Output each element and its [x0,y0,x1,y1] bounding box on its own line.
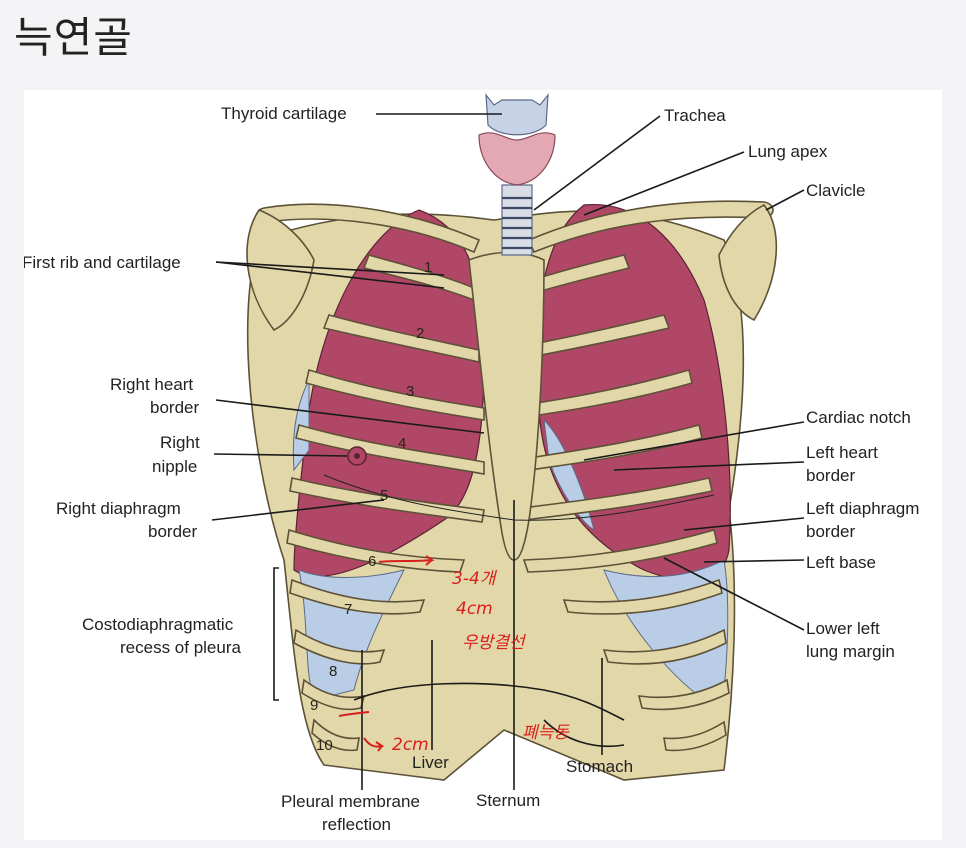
rib-number-2: 2 [416,325,424,342]
trachea-structure [501,184,533,256]
left-shoulder [718,203,778,322]
rib-number-3: 3 [406,383,414,400]
rib-number-10: 10 [316,737,333,754]
rib-number-1: 1 [424,259,432,276]
label-right-diaphragm-1: Right diaphragm [56,499,181,518]
label-left-diaphragm-2: border [806,522,855,541]
label-pleural-2: reflection [322,815,391,834]
label-lower-left-2: lung margin [806,642,895,661]
rib-number-4: 4 [398,435,406,452]
rib-number-9: 9 [310,697,318,714]
handwriting-note-3: 우방결선 [462,633,527,653]
handwriting-note-4: 2cm [392,735,429,755]
label-first-rib: First rib and cartilage [24,253,181,272]
rib-number-5: 5 [380,487,388,504]
label-costodiaphragmatic-1: Costodiaphragmatic [82,615,234,634]
label-clavicle: Clavicle [806,181,866,200]
label-left-diaphragm-1: Left diaphragm [806,499,919,518]
trachea-rings [502,196,532,250]
larynx [485,93,549,136]
left-clavicle [527,200,774,254]
rib-cage-illustration: 1 2 3 4 5 6 7 8 9 10 Thyroid cartilage T… [24,93,919,834]
label-stomach: Stomach [566,757,633,776]
label-right-diaphragm-2: border [148,522,197,541]
label-cardiac-notch: Cardiac notch [806,408,911,427]
label-right-nipple-2: nipple [152,457,197,476]
handwriting-note-1: 3-4개 [452,569,498,589]
label-liver: Liver [412,753,449,772]
sternum-bone [468,251,545,561]
label-sternum: Sternum [476,791,540,810]
rib-number-8: 8 [329,663,337,680]
label-right-heart-border-1: Right heart [110,375,193,394]
label-left-base: Left base [806,553,876,572]
left-ribs [503,254,730,752]
label-pleural-1: Pleural membrane [281,792,420,811]
rib-number-6: 6 [368,553,376,570]
label-trachea: Trachea [664,106,726,125]
page-title: 늑연골 [14,13,133,62]
label-left-heart-1: Left heart [806,443,878,462]
leader-lines [211,113,805,790]
handwriting-note-2: 4cm [456,599,493,619]
nipple-center [354,453,360,459]
label-right-nipple-1: Right [160,433,200,452]
anatomy-figure: 1 2 3 4 5 6 7 8 9 10 Thyroid cartilage T… [24,90,942,840]
label-lower-left-1: Lower left [806,619,880,638]
label-lung-apex: Lung apex [748,142,828,161]
label-left-heart-2: border [806,466,855,485]
rib-number-7: 7 [344,601,352,618]
handwritten-annotations: 3-4개 4cm 우방결선 2cm 폐늑동 [338,555,570,755]
handwriting-note-5: 폐늑동 [522,723,570,743]
stomach-outline [543,719,625,748]
label-costodiaphragmatic-2: recess of pleura [120,638,241,657]
label-thyroid-cartilage: Thyroid cartilage [221,104,347,123]
thyroid-gland [478,132,556,186]
label-right-heart-border-2: border [150,398,199,417]
liver-outline [353,682,625,721]
